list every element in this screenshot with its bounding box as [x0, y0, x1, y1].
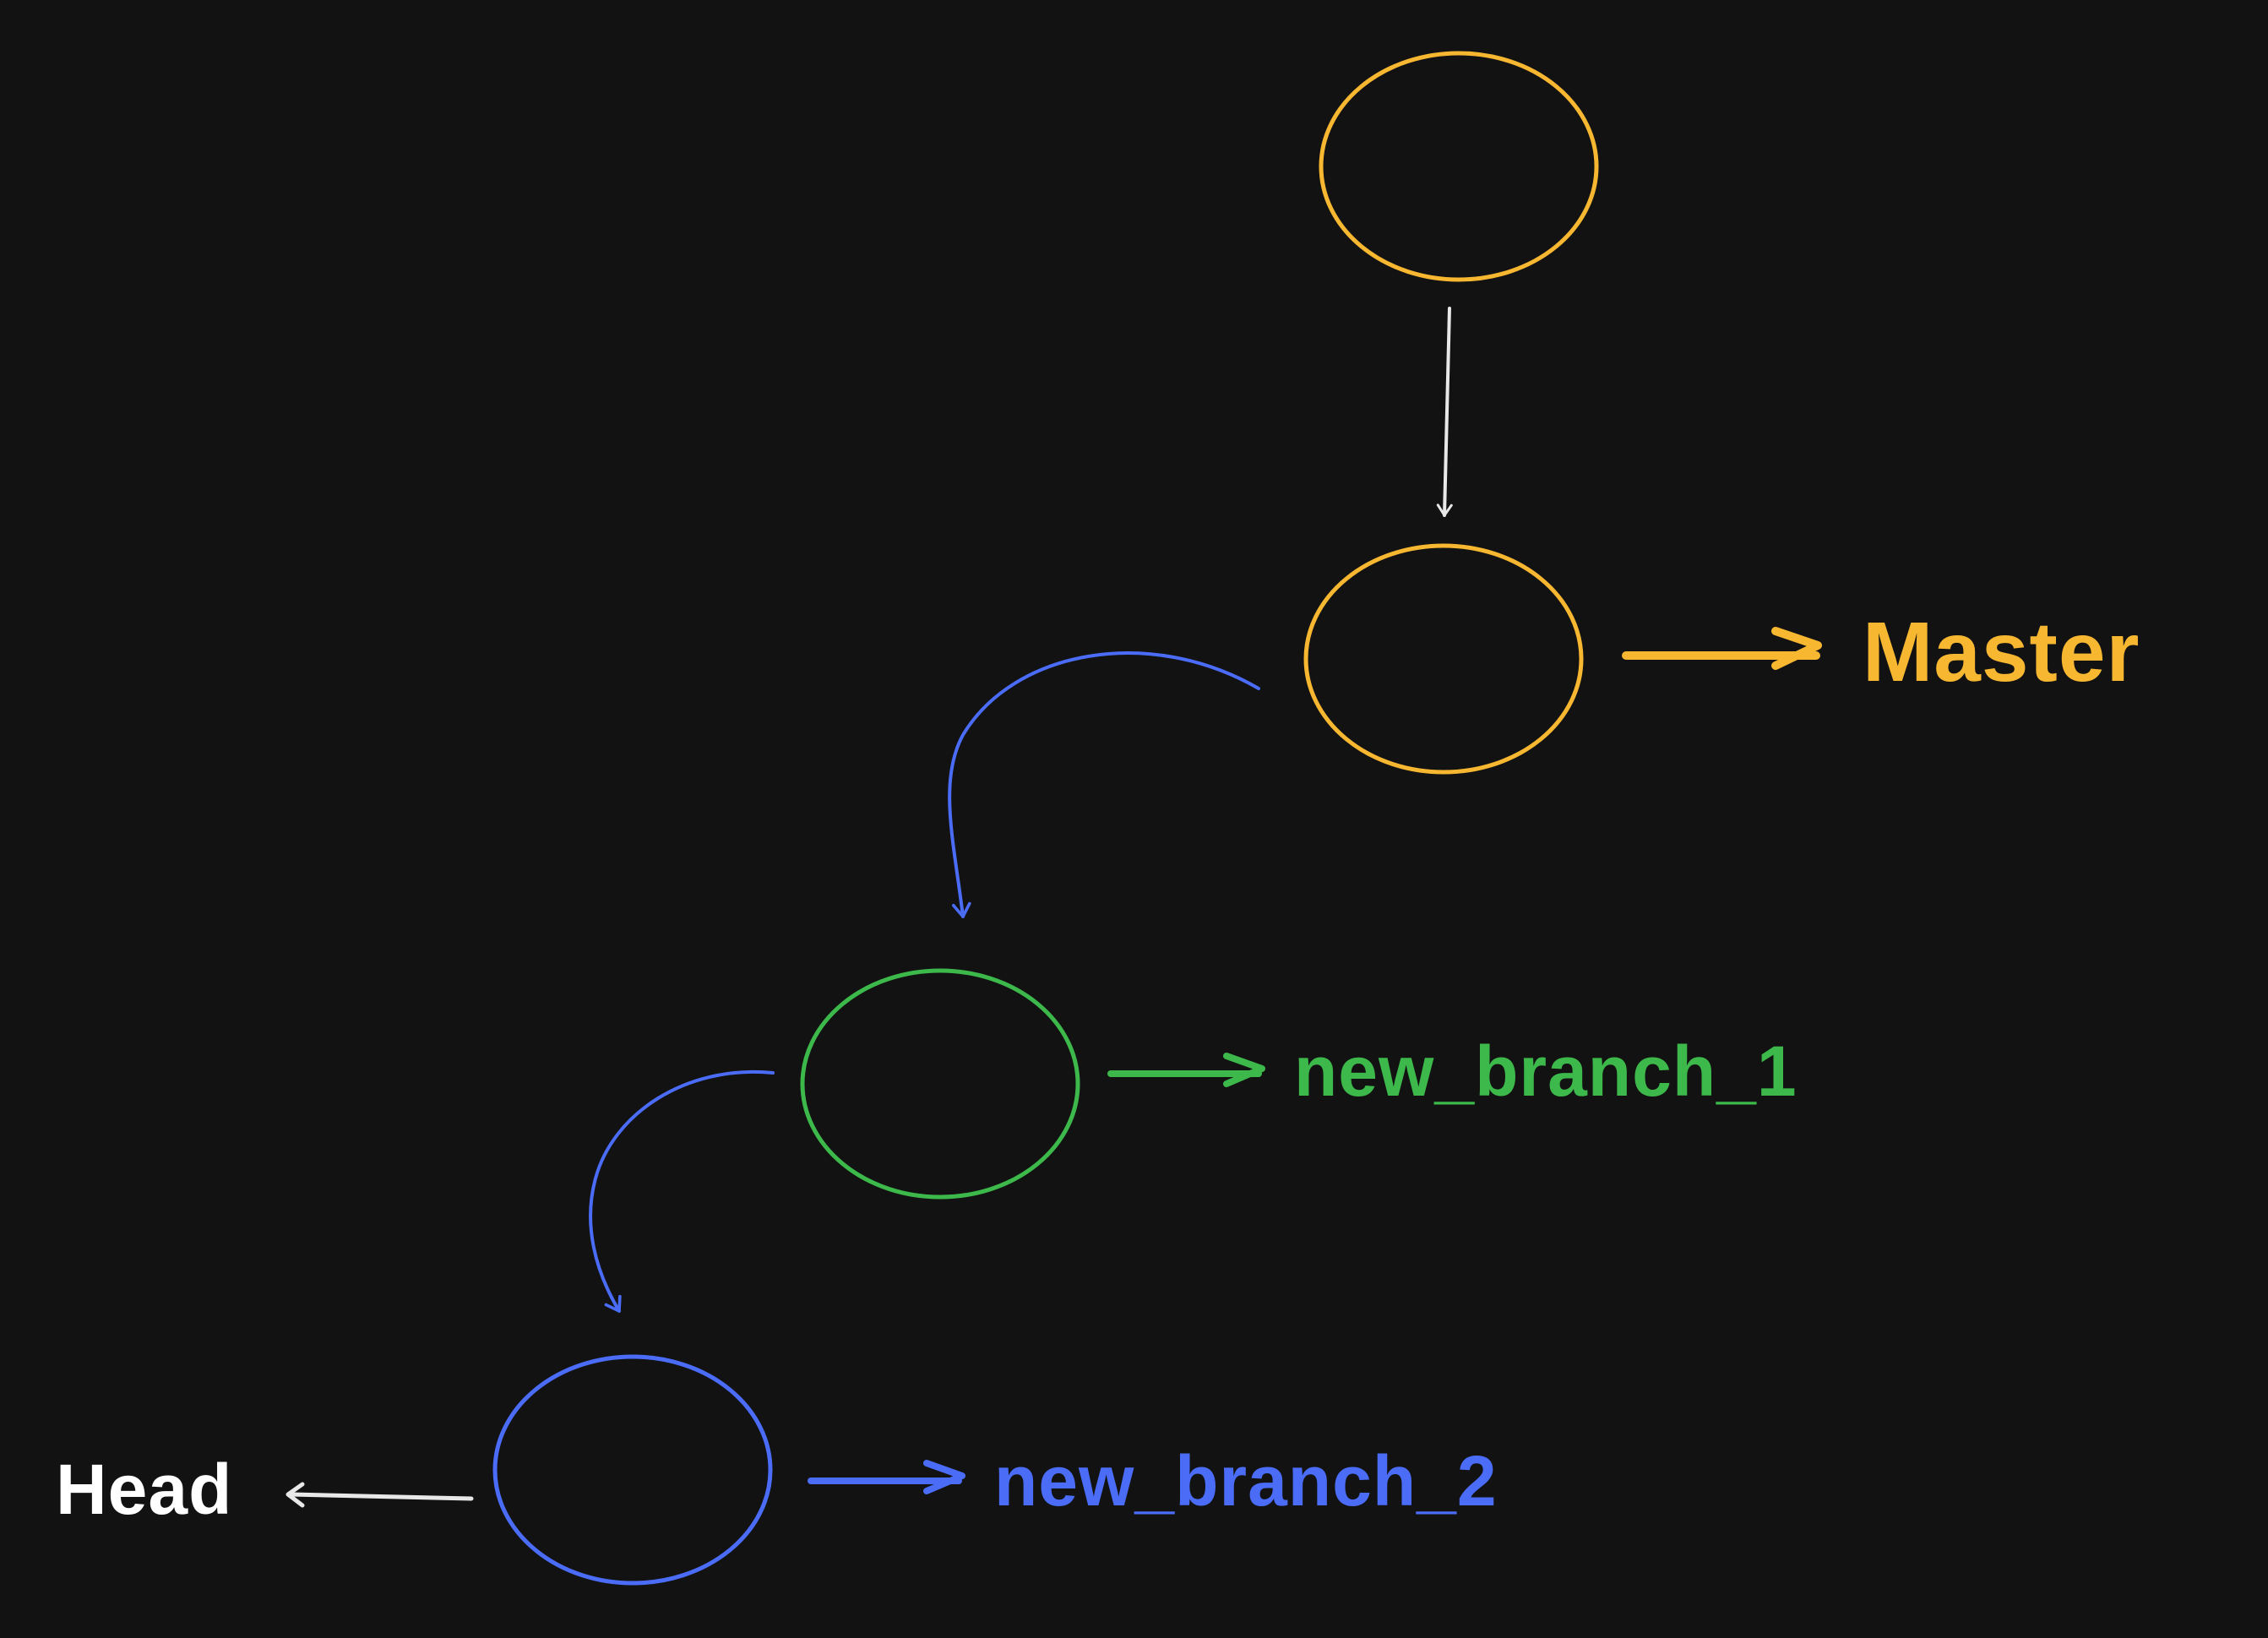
- commit-node-branch-1: [800, 968, 1080, 1200]
- label-head: Head: [56, 1450, 232, 1529]
- label-new-branch-2: new_branch_2: [994, 1441, 1498, 1521]
- commit-node-root: [1319, 51, 1599, 282]
- commit-node-branch-2: [492, 1354, 773, 1586]
- connector-arrow-root-to-master: [1436, 307, 1453, 517]
- branch-arrow-master-to-branch-1: [948, 651, 1260, 918]
- branch-arrow-branch-1-to-branch-2: [589, 1069, 775, 1313]
- pointer-arrow-branch-2: [808, 1460, 965, 1494]
- pointer-arrow-head: [286, 1482, 474, 1508]
- pointer-arrow-master: [1622, 627, 1822, 670]
- label-new-branch-1: new_branch_1: [1294, 1031, 1798, 1111]
- label-master: Master: [1863, 605, 2140, 699]
- commit-node-master: [1303, 543, 1584, 775]
- pointer-arrow-branch-1: [1107, 1053, 1265, 1087]
